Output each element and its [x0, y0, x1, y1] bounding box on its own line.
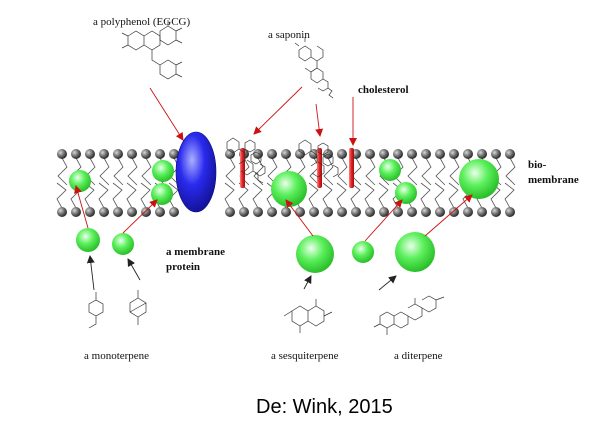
lipid-head: [267, 149, 277, 159]
lipid-head: [393, 207, 403, 217]
lipid-head: [351, 207, 361, 217]
diterpene-sphere: [395, 232, 435, 272]
sesquiterpene-structure: [283, 299, 333, 333]
lipid-head: [393, 149, 403, 159]
lipid-head: [239, 207, 249, 217]
lipid-head: [281, 207, 291, 217]
sesquiterpene-label: a sesquiterpene: [271, 350, 339, 362]
lipid-head: [449, 149, 459, 159]
lipid-head: [407, 207, 417, 217]
lipid-head: [323, 207, 333, 217]
terpene-in-membrane: [379, 159, 401, 181]
lipid-head: [141, 149, 151, 159]
biomembrane-label-line1: bio-: [528, 159, 547, 171]
lipid-head: [99, 207, 109, 217]
lipid-head: [435, 207, 445, 217]
lipid-head: [155, 149, 165, 159]
terpene-in-membrane: [271, 171, 307, 207]
monoterpene-structures: [88, 290, 147, 329]
lipid-head: [463, 207, 473, 217]
lipid-head: [309, 207, 319, 217]
lipid-head: [85, 207, 95, 217]
lipid-head: [295, 149, 305, 159]
lipid-head: [379, 207, 389, 217]
monoterpene-sphere: [112, 233, 134, 255]
lipid-head: [57, 207, 67, 217]
lipid-head: [85, 149, 95, 159]
terpene-spheres: [69, 159, 499, 273]
lipid-head: [337, 149, 347, 159]
lipid-head: [379, 149, 389, 159]
sesquiterpene-sphere: [296, 235, 334, 273]
saponin-label: a saponin: [268, 29, 310, 41]
saponin-in-membrane: [226, 137, 339, 184]
lipid-head: [71, 149, 81, 159]
lipid-head: [169, 207, 179, 217]
lipid-head: [491, 207, 501, 217]
lipid-head: [253, 149, 263, 159]
terpene-in-membrane: [151, 183, 173, 205]
lipid-head: [113, 207, 123, 217]
lipid-head: [463, 149, 473, 159]
membrane-protein-ellipse: [175, 131, 217, 213]
lipid-head: [365, 149, 375, 159]
lipid-head: [155, 207, 165, 217]
cholesterol-molecules: [240, 148, 354, 188]
lipid-head: [491, 149, 501, 159]
biomembrane-label-line2: membrane: [528, 174, 579, 186]
credit-text: De: Wink, 2015: [256, 396, 393, 418]
cholesterol-label: cholesterol: [358, 84, 409, 96]
saponin-structure: [294, 37, 334, 99]
lipid-head: [505, 149, 515, 159]
lipid-head: [435, 149, 445, 159]
lipid-head: [365, 207, 375, 217]
terpene-in-membrane: [459, 159, 499, 199]
monoterpene-label: a monoterpene: [84, 350, 149, 362]
lipid-head: [267, 207, 277, 217]
terpene-in-membrane: [152, 160, 174, 182]
lipid-head: [477, 149, 487, 159]
lipid-head: [253, 207, 263, 217]
diterpene-label: a diterpene: [394, 350, 443, 362]
lipid-head: [281, 149, 291, 159]
lipid-head: [169, 149, 179, 159]
lipid-head: [57, 149, 67, 159]
lipid-head: [113, 149, 123, 159]
lipid-head: [127, 207, 137, 217]
membrane-protein-label-line2: protein: [166, 261, 200, 273]
lipid-head: [337, 207, 347, 217]
lipid-head: [505, 207, 515, 217]
diterpene-structure: [373, 295, 445, 335]
lipid-head: [141, 207, 151, 217]
lipid-head: [449, 207, 459, 217]
lipid-head: [421, 207, 431, 217]
lipid-head: [99, 149, 109, 159]
red-arrows: [74, 86, 473, 242]
egcg-structure: [121, 20, 183, 80]
monoterpene-sphere: [76, 228, 100, 252]
lipid-head: [71, 207, 81, 217]
lipid-head: [421, 149, 431, 159]
black-arrows: [86, 255, 397, 291]
lipid-head: [225, 149, 235, 159]
lipid-head: [477, 207, 487, 217]
lipid-head: [127, 149, 137, 159]
lipid-head: [295, 207, 305, 217]
lipid-heads: [57, 149, 515, 217]
membrane-protein-label-line1: a membrane: [166, 246, 225, 258]
lipid-head: [225, 207, 235, 217]
lipid-head: [407, 149, 417, 159]
polyphenol-label: a polyphenol (EGCG): [93, 16, 190, 28]
terpene-in-membrane: [395, 182, 417, 204]
terpene-in-membrane: [69, 170, 91, 192]
sesquiterpene-sphere: [352, 241, 374, 263]
